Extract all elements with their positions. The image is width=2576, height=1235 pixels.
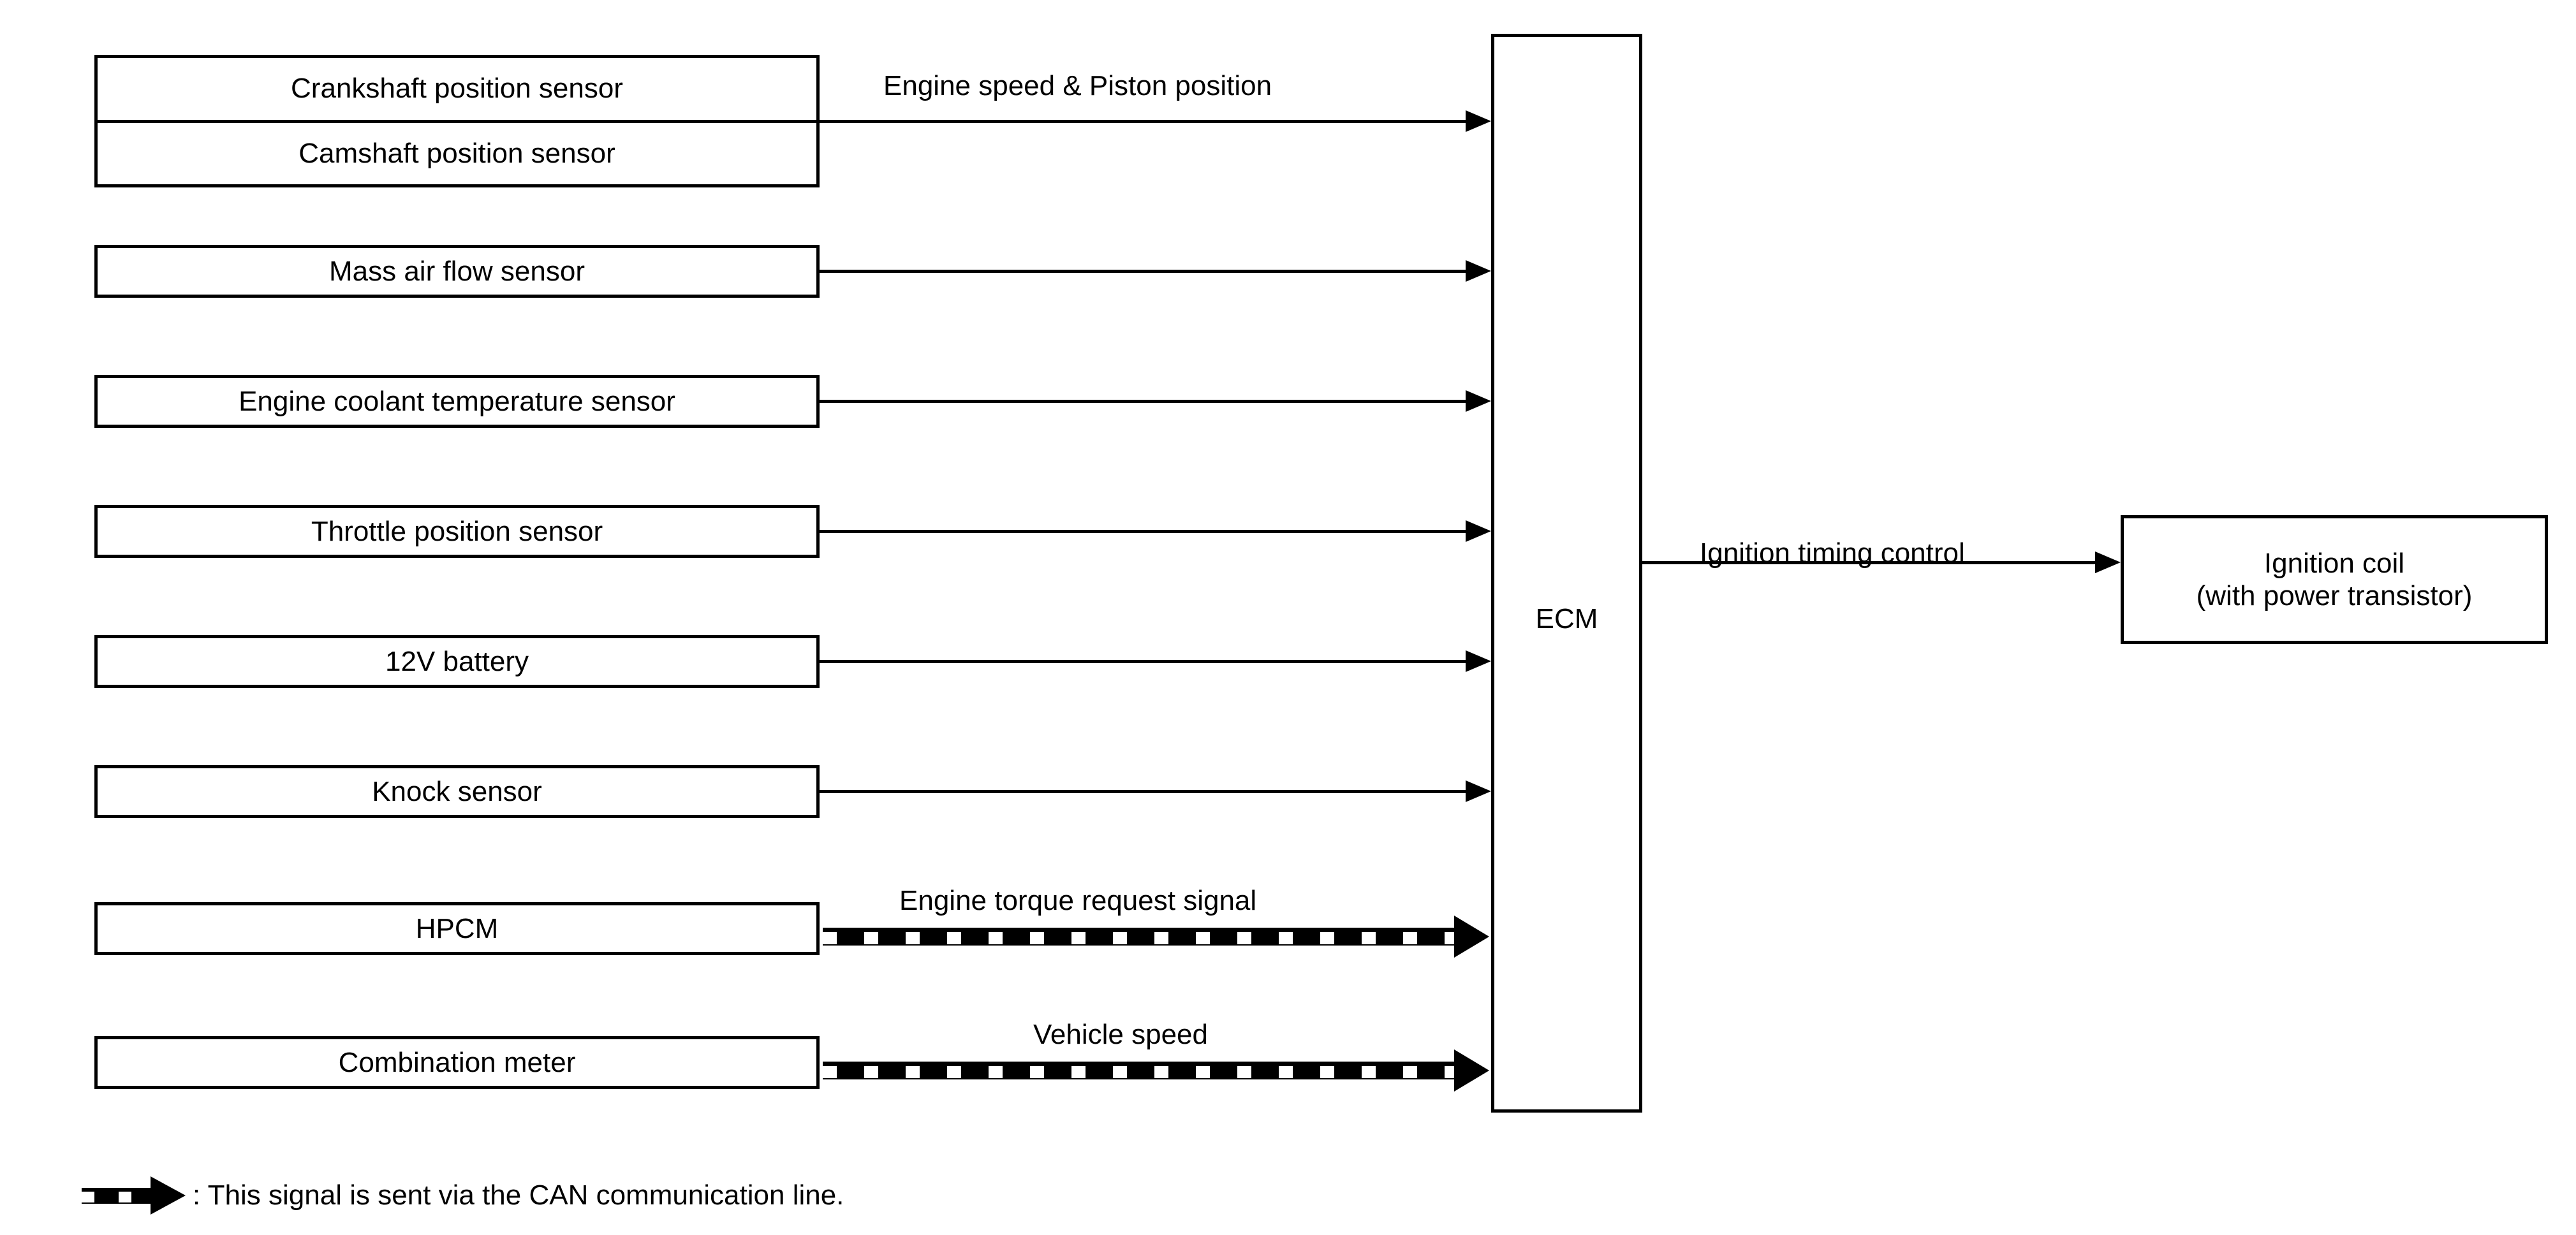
can-band <box>823 928 1454 946</box>
legend-text: : This signal is sent via the CAN commun… <box>193 1180 844 1211</box>
arrow-line <box>820 530 1466 533</box>
sensor-box-coolant-temperature: Engine coolant temperature sensor <box>94 375 820 428</box>
sensor-row-crankshaft: Crankshaft position sensor <box>98 58 816 123</box>
sensor-box-throttle-position: Throttle position sensor <box>94 505 820 558</box>
sensor-label-crankshaft: Crankshaft position sensor <box>291 73 623 105</box>
sensor-label-hpcm: HPCM <box>415 912 499 944</box>
arrow-line <box>820 400 1466 403</box>
sensor-box-combination-meter: Combination meter <box>94 1036 820 1089</box>
signal-label-engine-speed-piston-position: Engine speed & Piston position <box>883 70 1272 101</box>
arrow-line <box>820 270 1466 273</box>
legend: : This signal is sent via the CAN commun… <box>82 1176 844 1215</box>
signal-label-vehicle-speed: Vehicle speed <box>1033 1019 1208 1050</box>
arrowhead-icon <box>1454 916 1489 958</box>
arrowhead-icon <box>1466 260 1491 282</box>
signal-label-engine-torque-request: Engine torque request signal <box>899 885 1257 916</box>
arrow-line <box>820 660 1466 663</box>
sensor-box-hpcm: HPCM <box>94 902 820 955</box>
arrowhead-icon <box>1466 390 1491 412</box>
ignition-coil-label-line2: (with power transistor) <box>2196 580 2473 611</box>
can-band-notches <box>82 1192 154 1202</box>
arrowhead-icon <box>1466 780 1491 802</box>
can-band <box>82 1188 154 1204</box>
sensor-row-camshaft: Camshaft position sensor <box>98 123 816 185</box>
arrowhead-icon <box>1466 650 1491 672</box>
arrowhead-icon <box>2095 552 2121 573</box>
sensor-box-crank-cam: Crankshaft position sensor Camshaft posi… <box>94 55 820 187</box>
sensor-label-throttle-position: Throttle position sensor <box>311 515 603 547</box>
arrowhead-icon <box>1466 110 1491 132</box>
arrow-line <box>820 120 1466 123</box>
arrowhead-icon <box>1454 1049 1489 1092</box>
sensor-label-mass-air-flow: Mass air flow sensor <box>328 255 585 287</box>
sensor-box-knock: Knock sensor <box>94 765 820 818</box>
ignition-coil-label-line1: Ignition coil <box>2263 547 2405 579</box>
ecm-label: ECM <box>1535 603 1598 634</box>
signal-label-ignition-timing-control: Ignition timing control <box>1700 537 1965 569</box>
arrowhead-icon <box>151 1176 186 1215</box>
ignition-coil-box: Ignition coil (with power transistor) <box>2121 515 2548 644</box>
sensor-label-coolant-temperature: Engine coolant temperature sensor <box>239 385 675 417</box>
arrow-line <box>820 790 1466 793</box>
arrow-line <box>1642 561 2095 564</box>
sensor-label-combination-meter: Combination meter <box>338 1046 576 1078</box>
sensor-label-battery: 12V battery <box>385 645 529 677</box>
can-band-notches <box>823 1066 1454 1078</box>
sensor-box-battery: 12V battery <box>94 635 820 688</box>
can-band-notches <box>823 932 1454 944</box>
sensor-label-camshaft: Camshaft position sensor <box>298 137 615 169</box>
can-band <box>823 1062 1454 1079</box>
sensor-label-knock: Knock sensor <box>372 775 542 807</box>
sensor-box-mass-air-flow: Mass air flow sensor <box>94 245 820 298</box>
arrowhead-icon <box>1466 520 1491 542</box>
can-arrow-legend-icon <box>82 1176 189 1215</box>
ecm-box: ECM <box>1491 34 1642 1113</box>
